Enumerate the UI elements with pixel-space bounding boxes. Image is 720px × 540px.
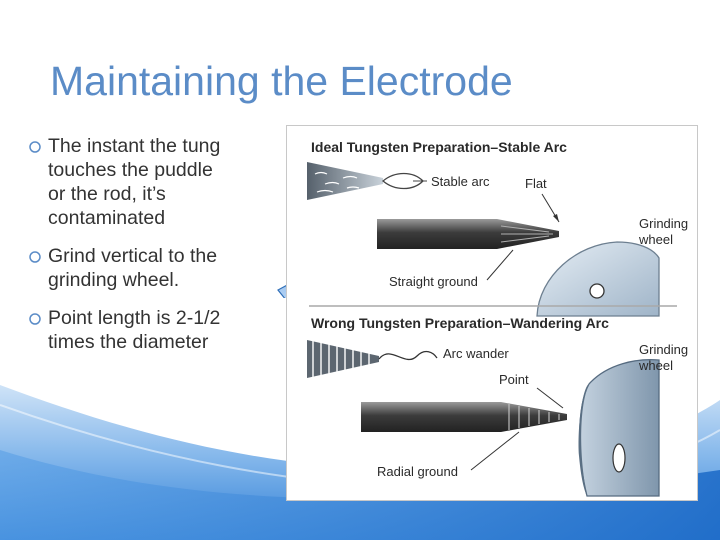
radial-ground-electrode-icon bbox=[361, 402, 501, 432]
wandering-arc-cone-icon bbox=[307, 340, 379, 378]
radial-ground-label: Radial ground bbox=[377, 464, 458, 479]
open-circle-bullet-icon bbox=[29, 141, 41, 153]
open-circle-bullet-icon bbox=[29, 313, 41, 325]
straight-ground-electrode-icon bbox=[377, 219, 497, 249]
arc-wander-label: Arc wander bbox=[443, 346, 509, 361]
stable-arc-label: Stable arc bbox=[431, 174, 490, 189]
bullet-item: Point length is 2-1/2 times the diameter bbox=[24, 306, 274, 354]
open-circle-bullet-icon bbox=[29, 251, 41, 263]
flat-label: Flat bbox=[525, 176, 547, 191]
bullet-item: Grind vertical to the grinding wheel. bbox=[24, 244, 274, 292]
straight-ground-label: Straight ground bbox=[389, 274, 478, 289]
bullet-item: The instant the tung touches the puddle … bbox=[24, 134, 274, 230]
grinding-wheel-ideal-icon bbox=[536, 241, 660, 317]
tungsten-preparation-figure: Ideal Tungsten Preparation–Stable Arc St… bbox=[286, 125, 698, 501]
grinding-wheel-label-wrong: Grinding wheel bbox=[638, 342, 692, 373]
slide-title: Maintaining the Electrode bbox=[50, 58, 513, 104]
bullet-text: The instant the tung touches the puddle … bbox=[48, 135, 221, 229]
wrong-heading: Wrong Tungsten Preparation–Wandering Arc bbox=[311, 315, 609, 331]
bullet-list: The instant the tung touches the puddle … bbox=[24, 134, 274, 368]
point-label: Point bbox=[499, 372, 529, 387]
grinding-wheel-wrong-icon bbox=[579, 358, 660, 497]
bullet-text: Grind vertical to the grinding wheel. bbox=[48, 245, 218, 291]
arc-wander-shape-icon bbox=[378, 350, 438, 361]
stable-arc-cone-icon bbox=[307, 162, 383, 200]
grinding-wheel-label-ideal: Grinding wheel bbox=[638, 216, 692, 247]
tungsten-diagram: Ideal Tungsten Preparation–Stable Arc St… bbox=[307, 139, 692, 497]
ideal-heading: Ideal Tungsten Preparation–Stable Arc bbox=[311, 139, 567, 155]
bullet-text: Point length is 2-1/2 times the diameter bbox=[48, 307, 221, 353]
